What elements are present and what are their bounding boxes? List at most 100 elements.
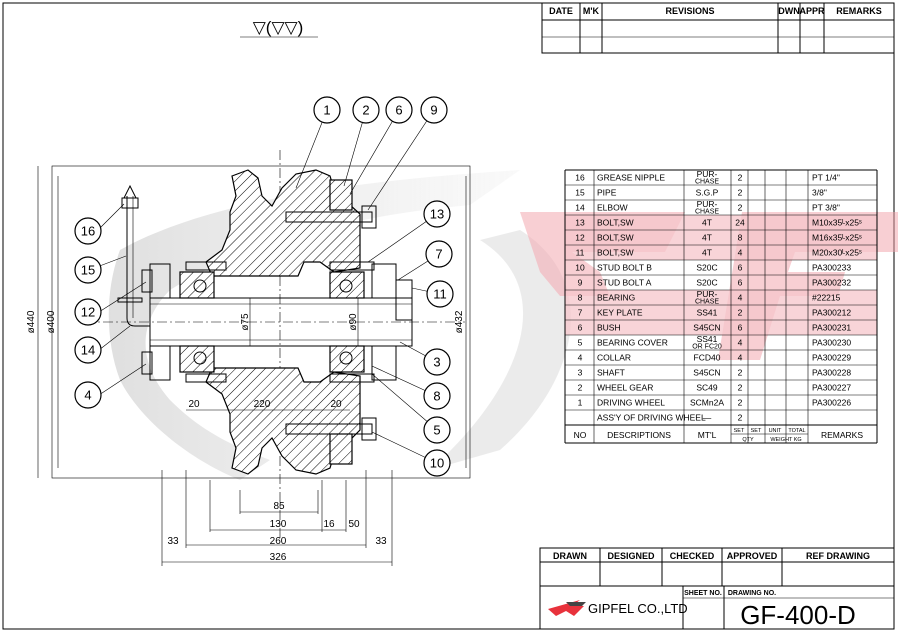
bom-cell-rem: PA300229 [812, 353, 851, 363]
bom-cell-mat: PUR- [697, 199, 718, 209]
bom-cell-no: 11 [576, 248, 585, 258]
bom-cell-desc: ASS'Y OF DRIVING WHEEL [597, 413, 706, 423]
dim-w260: 260 [270, 536, 287, 547]
callout-15: 15 [81, 263, 95, 278]
bom-cell-no: 1 [578, 398, 583, 408]
drawing-number: GF-400-D [740, 600, 856, 630]
bom-cell-mat: SS41 [697, 308, 718, 318]
bom-cell-desc: BEARING COVER [597, 338, 668, 348]
dim-w16: 16 [323, 519, 335, 530]
bom-header-desc: DESCRIPTIONS [607, 430, 671, 440]
bom-cell-mat: S45CN [693, 368, 720, 378]
bom-cell-mat: S45CN [693, 323, 720, 333]
callout-12: 12 [81, 305, 95, 320]
bom-cell-mat: 4T [702, 233, 712, 243]
bolts [141, 205, 377, 441]
bom-cell-mat-cont: CHASE [695, 179, 719, 186]
bom-cell-set: 6 [738, 263, 743, 273]
bearing-assembly [149, 263, 397, 381]
dim-l33a: 33 [167, 536, 179, 547]
bom-cell-mat: SS41 [697, 334, 718, 344]
bom-cell-no: 10 [575, 263, 585, 273]
bom-cell-no: 16 [575, 173, 585, 183]
bom-cell-rem: PA300230 [812, 338, 851, 348]
bom-cell-set: 4 [738, 353, 743, 363]
callout-8: 8 [433, 389, 440, 404]
bom-cell-rem: PT 3/8" [812, 203, 840, 213]
bom-row-highlight [565, 290, 877, 305]
rev-header-appr: APPR [799, 6, 825, 16]
bom-cell-set: 2 [738, 413, 743, 423]
bom-cell-set: 2 [738, 398, 743, 408]
bom-cell-set: 4 [738, 293, 743, 303]
bom-cell-rem: PA300233 [812, 263, 851, 273]
bom-cell-mat: FCD40 [694, 353, 721, 363]
bom-cell-rem: PA300212 [812, 308, 851, 318]
bom-cell-rem: PT 1/4" [812, 173, 840, 183]
bom-row-highlight [565, 305, 877, 320]
rev-header-remarks: REMARKS [836, 6, 882, 16]
bom-cell-mat: S.G.P [696, 188, 719, 198]
dim-l33b: 33 [375, 536, 387, 547]
bom-cell-desc: DRIVING WHEEL [597, 398, 665, 408]
bom-cell-rem: M20x30ᴸx25ˢ [812, 248, 862, 258]
tb-header-designed: DESIGNED [607, 551, 655, 561]
title-block: DRAWN DESIGNED CHECKED APPROVED REF DRAW… [539, 547, 895, 630]
dim-w326: 326 [270, 552, 287, 563]
bom-cell-set: 2 [738, 368, 743, 378]
bom-header-total: TOTAL [788, 428, 805, 434]
callout-5: 5 [433, 423, 440, 438]
bom-cell-rem: M10x35ᴸx25ˢ [812, 218, 862, 228]
bom-cell-desc: BOLT,SW [597, 248, 634, 258]
bom-cell-desc: COLLAR [597, 353, 631, 363]
bom-cell-rem: PA300227 [812, 383, 851, 393]
bom-cell-rem: PA300228 [812, 368, 851, 378]
bom-cell-desc: STUD BOLT B [597, 263, 652, 273]
rev-header-mk: M'K [583, 6, 600, 16]
callout-3: 3 [433, 355, 440, 370]
dim-d440: ø440 [26, 310, 37, 333]
bom-cell-set: 6 [738, 323, 743, 333]
bom-cell-desc: BOLT,SW [597, 233, 634, 243]
bom-cell-desc: GREASE NIPPLE [597, 173, 665, 183]
drawing-no-label: DRAWING NO. [728, 590, 776, 597]
diameter-dimensions: ø440 ø400 ø432 ø75 ø90 [26, 166, 467, 478]
rev-header-revisions: REVISIONS [665, 6, 714, 16]
bom-cell-no: 9 [578, 278, 583, 288]
bom-cell-rem: PA300226 [812, 398, 851, 408]
bom-cell-no: 2 [578, 383, 583, 393]
bom-header-set1: SET [734, 428, 745, 434]
bom-cell-no: 13 [575, 218, 585, 228]
callout-13: 13 [430, 207, 444, 222]
callout-4: 4 [84, 388, 91, 403]
callout-1: 1 [323, 103, 330, 118]
bom-cell-desc: BEARING [597, 293, 635, 303]
rev-header-date: DATE [549, 6, 573, 16]
length-dimensions: 85 130 16 50 33 260 33 326 [161, 470, 393, 566]
bom-cell-set: 2 [738, 188, 743, 198]
surface-finish-symbol: ▽(▽▽) [253, 18, 304, 37]
tb-header-ref-drawing: REF DRAWING [806, 551, 870, 561]
bom-cell-desc: WHEEL GEAR [597, 383, 653, 393]
bom-cell-set: 2 [738, 308, 743, 318]
callout-2: 2 [362, 103, 369, 118]
bom-cell-no: 7 [578, 308, 583, 318]
revisions-table: DATE M'K REVISIONS DWN APPR REMARKS [541, 2, 895, 54]
bom-cell-no: 12 [575, 233, 585, 243]
callout-9: 9 [430, 103, 437, 118]
bom-header-unit: UNIT [769, 428, 782, 434]
bom-header-set2: SET [751, 428, 762, 434]
callout-10: 10 [430, 456, 444, 471]
bom-cell-set: 2 [738, 173, 743, 183]
dim-d75: ø75 [240, 313, 251, 331]
dim-r20b: 20 [330, 399, 342, 410]
bom-cell-mat-cont: CHASE [695, 299, 719, 306]
bom-cell-desc: KEY PLATE [597, 308, 643, 318]
bom-cell-mat: — [703, 413, 712, 423]
bom-cell-set: 24 [735, 218, 745, 228]
bom-cell-mat: SC49 [696, 383, 718, 393]
bom-row-highlight [565, 320, 877, 335]
bom-cell-rem: PA300231 [812, 323, 851, 333]
